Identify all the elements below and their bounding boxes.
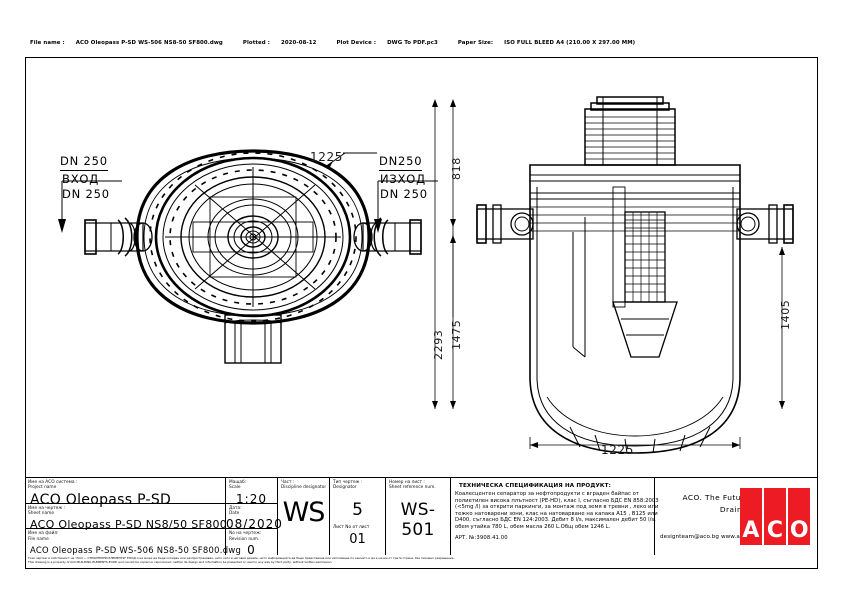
- dim-2293-label: 2293: [432, 329, 445, 360]
- sheet-ref-caption: Номер на лист : Sheet reference num.: [389, 480, 436, 491]
- discipline-cell: Част : Discipline designator WS: [278, 478, 330, 555]
- spec-line: обем утайка 780 L, обем масла 260 L.Общ …: [455, 523, 611, 530]
- scale-row: Мащаб: Scale 1:20: [226, 478, 277, 506]
- date-row: Дата: Date 08/2020: [226, 504, 283, 532]
- discipline-value: WS: [282, 497, 326, 528]
- plan-outlet-block: ИЗХОД DN 250: [380, 172, 428, 202]
- plan-inlet-dn: DN 250: [62, 187, 110, 201]
- file-name-row: Име на файл: File name ACO Oleopass P-SD…: [25, 529, 242, 556]
- spec-line: (<5mg /l) за открити паркинги, за монтаж…: [455, 504, 659, 511]
- aco-logo-letter: A: [742, 518, 760, 543]
- plan-outlet-leader: [374, 180, 438, 233]
- plan-outlet-pipe: [353, 217, 422, 257]
- drawing-frame: [25, 57, 818, 569]
- plan-diameter-leader: [324, 152, 377, 169]
- plan-inlet-callout: DN 250: [60, 154, 108, 171]
- section-riser: [584, 96, 676, 166]
- dim-818-label: 818: [450, 157, 463, 180]
- aco-logo-letter: C: [766, 518, 784, 543]
- section-coalescer: [612, 211, 678, 358]
- plot-header-plotted: Plotted : 2020-08-12: [242, 40, 317, 46]
- disclaimer-line-en: This drawing is a property of ACO BUILDI…: [28, 559, 333, 564]
- spec-line: тежко натоварени зони, клас на натоварва…: [455, 510, 658, 517]
- spec-line: полиетилен висока плътност (PE-HD), клас…: [455, 497, 659, 504]
- section-sump-ribs: [546, 396, 724, 454]
- plan-inlet-title: ВХОД: [62, 172, 100, 186]
- sheet-no-caption: Лист No от лист: [333, 525, 370, 530]
- plot-header-filename: File name : ACO Oleopass P-SD WS-506 NS8…: [30, 40, 223, 46]
- plot-header: File name : ACO Oleopass P-SD WS-506 NS8…: [30, 40, 653, 46]
- drawing-canvas: [25, 57, 818, 467]
- file-name-value: ACO Oleopass P-SD WS-506 NS8-50 SF800.dw…: [30, 545, 242, 556]
- plot-header-device: Plot Device : DWG To PDF.pc3: [336, 40, 438, 46]
- project-name-value: ACO Oleopass P-SD: [30, 491, 172, 508]
- aco-logo-square-o: O: [788, 488, 811, 545]
- plan-view-geometry: [58, 149, 438, 364]
- project-name-row: Име на АСО система : Project name ACO Ol…: [25, 478, 225, 508]
- aco-logo-square-a: A: [740, 488, 762, 545]
- branding-cell: ACO. The Future of Drainage. designteam@…: [655, 478, 818, 555]
- revision-caption: No на чертеж: Revision num.: [229, 531, 262, 542]
- sheet-name-value: ACO Oleopass P-SD NS8/50 SF800: [30, 518, 228, 532]
- spec-cell: ТЕХНИЧЕСКА СПЕЦИФИКАЦИЯ НА ПРОДУКТ: Коал…: [451, 478, 659, 555]
- scale-value: 1:20: [236, 491, 267, 506]
- date-caption: Дата: Date: [229, 505, 242, 517]
- plan-inlet-dn-callout: DN 250: [60, 154, 108, 168]
- aco-logo-letter: O: [789, 518, 809, 543]
- dimension-lines: [432, 99, 785, 449]
- aco-logo: A C O: [740, 488, 811, 545]
- plan-outlet-title: ИЗХОД: [380, 172, 426, 186]
- dim-1405-label: 1405: [779, 299, 792, 330]
- section-view-geometry: [476, 96, 794, 454]
- spec-line: D400, съгласно БДС EN 124:2003. Дебит 8 …: [455, 517, 656, 524]
- dim-1475-label: 1475: [450, 319, 463, 350]
- plan-inlet-pipe: [84, 217, 153, 257]
- spec-line: Коалесцентен сепаратор за нефтопродукти …: [455, 491, 640, 497]
- title-block-scale-column: Мащаб: Scale 1:20 Дата: Date 08/2020 No …: [226, 478, 283, 558]
- file-name-caption: Име на файл: File name: [28, 531, 59, 542]
- title-block: Име на АСО система : Project name ACO Ol…: [25, 477, 818, 558]
- spec-title: ТЕХНИЧЕСКА СПЕЦИФИКАЦИЯ НА ПРОДУКТ:: [459, 483, 612, 489]
- plot-header-papersize: Paper Size: ISO FULL BLEED A4 (210.00 X …: [457, 40, 636, 46]
- plan-inlet-leader: [58, 180, 122, 233]
- section-baffles: [572, 186, 626, 358]
- legal-disclaimer: Този чертеж е собственост на "АСО — СТРО…: [28, 557, 718, 564]
- plan-outlet-callout: DN250: [379, 154, 423, 171]
- dim-1225-label: 1225: [601, 443, 634, 457]
- sheet-name-row: Име на чертеж : Sheet name ACO Oleopass …: [25, 504, 228, 532]
- sheet-name-caption: Име на чертеж : Sheet name: [28, 505, 66, 517]
- aco-tagline: ACO. The Future of Drainage.: [682, 493, 760, 514]
- sheet-ref-cell: Номер на лист : Sheet reference num. WS-…: [386, 478, 451, 555]
- revision-row: No на чертеж: Revision num. 0: [226, 529, 277, 558]
- aco-contact[interactable]: designteam@aco.bg www.aco.bg: [660, 534, 756, 540]
- type-value: 5: [352, 500, 363, 520]
- discipline-caption: Част : Discipline designator: [281, 480, 327, 491]
- plan-inlet-block: ВХОД DN 250: [62, 172, 110, 202]
- plan-bottom-riser: [224, 314, 282, 364]
- revision-value: 0: [247, 543, 256, 558]
- plan-diameter-label: 1225: [310, 150, 343, 164]
- section-inlet-nozzle: [476, 204, 534, 244]
- aco-logo-square-c: C: [764, 488, 786, 545]
- plan-outlet-dn-callout: DN250: [379, 154, 423, 168]
- plan-outlet-dn: DN 250: [380, 187, 428, 201]
- disclaimer-line-bg: Този чертеж е собственост на "АСО — СТРО…: [28, 557, 455, 560]
- title-block-names-column: Име на АСО система : Project name ACO Ol…: [25, 478, 242, 556]
- date-value: 08/2020: [226, 517, 283, 532]
- section-outlet-nozzle: [736, 204, 794, 244]
- project-name-caption: Име на АСО система : Project name: [28, 480, 78, 491]
- spec-art-number: АРТ. №:3908.41.00: [455, 534, 508, 541]
- type-cell: Тип чертеж : Designator 5 Лист No от лис…: [330, 478, 386, 555]
- sheet-ref-value: WS-501: [400, 500, 436, 540]
- sheet-no-value: 01: [349, 532, 366, 547]
- scale-caption: Мащаб: Scale: [229, 480, 247, 491]
- type-caption: Тип чертеж : Designator: [333, 480, 363, 491]
